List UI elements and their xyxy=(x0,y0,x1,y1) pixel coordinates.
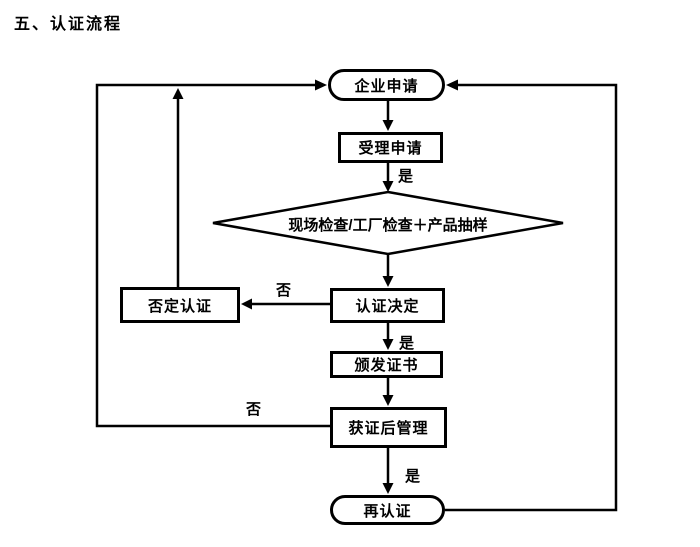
edge-management-loop-to-enterprise xyxy=(95,79,330,428)
node-site-factory-inspection-label: 现场检查/工厂检查＋产品抽样 xyxy=(288,217,488,234)
node-negative-certification: 否定认证 xyxy=(120,287,240,323)
node-issue-certificate: 颁发证书 xyxy=(330,351,443,378)
edge-issue-to-management xyxy=(382,378,394,406)
edge-label-yes-accept: 是 xyxy=(398,168,414,185)
edge-label-no-decision: 否 xyxy=(276,282,292,299)
node-accept-application: 受理申请 xyxy=(338,132,443,163)
edge-enterprise-to-accept xyxy=(382,101,394,131)
edge-label-yes-management: 是 xyxy=(405,468,421,485)
edge-decision-to-negative xyxy=(241,298,330,310)
node-post-certification-management: 获证后管理 xyxy=(330,407,447,448)
node-recertification: 再认证 xyxy=(330,495,445,525)
edge-label-yes-decision: 是 xyxy=(399,335,415,352)
edge-inspection-to-decision xyxy=(382,254,394,287)
edge-management-to-recert xyxy=(382,448,394,494)
edge-recert-loop-to-enterprise xyxy=(445,79,618,512)
node-enterprise-application: 企业申请 xyxy=(328,69,445,101)
edge-label-no-management: 否 xyxy=(246,401,262,418)
edge-negative-to-top xyxy=(172,88,184,287)
node-certification-decision: 认证决定 xyxy=(330,288,445,323)
edge-accept-to-inspection xyxy=(382,163,394,192)
section-title: 五、认证流程 xyxy=(14,16,123,33)
edge-decision-to-issue xyxy=(382,323,394,350)
